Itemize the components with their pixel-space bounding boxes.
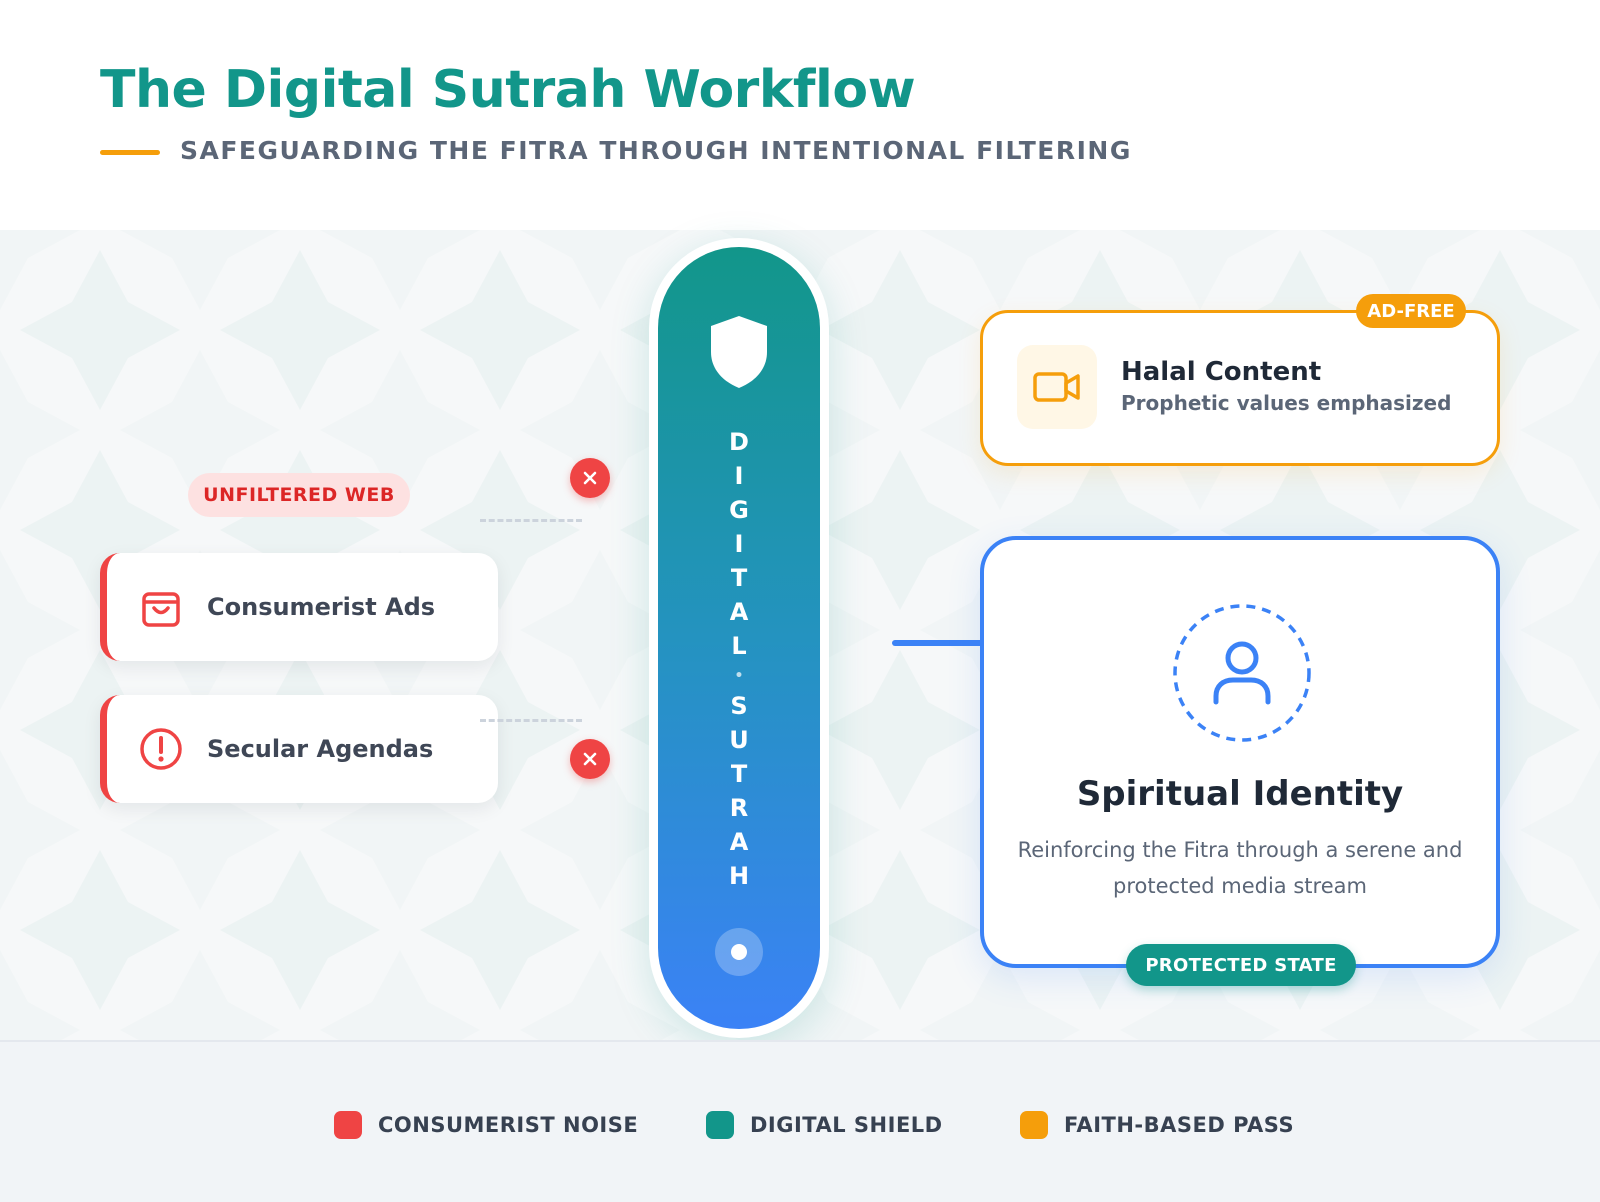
video-camera-icon (1033, 372, 1080, 402)
spiritual-identity-title: Spiritual Identity (1076, 774, 1404, 814)
legend-item-digital-shield: DIGITAL SHIELD (706, 1110, 943, 1140)
unfiltered-web-badge: UNFILTERED WEB (188, 473, 410, 517)
halal-content-title: Halal Content (1121, 357, 1322, 387)
secular-agendas-card[interactable]: Secular Agendas (100, 695, 498, 803)
close-icon (583, 752, 597, 766)
vertical-label-letter: I (734, 462, 744, 490)
header: The Digital Sutrah Workflow SAFEGUARDING… (0, 0, 1600, 228)
ad-free-badge: AD-FREE (1356, 294, 1466, 328)
legend-label: FAITH-BASED PASS (1064, 1113, 1295, 1137)
legend-swatch (334, 1111, 362, 1139)
legend: CONSUMERIST NOISE DIGITAL SHIELD FAITH-B… (0, 1040, 1600, 1202)
vertical-label-letter: A (729, 598, 749, 626)
legend-item-faith-based-pass: FAITH-BASED PASS (1020, 1110, 1294, 1140)
vertical-label-letter: U (729, 726, 749, 754)
blocked-connector-bottom (480, 719, 582, 722)
vertical-label-letter: T (730, 760, 748, 788)
blocked-badge-bottom (570, 739, 610, 779)
page-title: The Digital Sutrah Workflow (100, 60, 916, 120)
spiritual-identity-description: Reinforcing the Fitra through a serene a… (1017, 838, 1463, 898)
legend-item-consumerist-noise: CONSUMERIST NOISE (334, 1110, 638, 1140)
vertical-label-letter: H (728, 862, 750, 890)
spiritual-identity-card[interactable]: Spiritual Identity Reinforcing the Fitra… (980, 536, 1500, 968)
protected-state-badge: PROTECTED STATE (1126, 944, 1356, 986)
vertical-label-letter: I (734, 530, 744, 558)
shield-to-identity-connector (892, 640, 984, 646)
page-subtitle: SAFEGUARDING THE FITRA THROUGH INTENTION… (180, 136, 1132, 165)
consumerist-ads-card[interactable]: Consumerist Ads (100, 553, 498, 661)
noise-card-label: Secular Agendas (207, 735, 434, 763)
legend-swatch (706, 1111, 734, 1139)
blocked-badge-top (570, 458, 610, 498)
halal-content-card[interactable]: Halal Content Prophetic values emphasize… (980, 310, 1500, 466)
user-icon (1173, 604, 1311, 742)
vertical-label-letter: T (730, 564, 748, 592)
alert-circle-icon (140, 728, 182, 770)
vertical-label-letter: R (729, 794, 749, 822)
vertical-label-letter: A (729, 828, 749, 856)
halal-content-subtitle: Prophetic values emphasized (1121, 391, 1452, 415)
subtitle-accent-bar (100, 150, 160, 155)
vertical-label-letter: L (731, 632, 747, 660)
legend-label: DIGITAL SHIELD (750, 1113, 943, 1137)
vertical-label-separator: • (734, 668, 744, 684)
noise-card-label: Consumerist Ads (207, 593, 436, 621)
legend-label: CONSUMERIST NOISE (378, 1113, 639, 1137)
close-icon (583, 471, 597, 485)
vertical-label-letter: D (729, 428, 749, 456)
vertical-label-letter: G (729, 496, 749, 524)
blocked-connector-top (480, 519, 582, 522)
shield-status-dot (715, 928, 763, 976)
shield-icon (711, 316, 767, 388)
vertical-label-letter: S (730, 692, 748, 720)
shopping-bag-icon (142, 592, 180, 627)
legend-swatch (1020, 1111, 1048, 1139)
halal-icon-box (1017, 345, 1097, 429)
